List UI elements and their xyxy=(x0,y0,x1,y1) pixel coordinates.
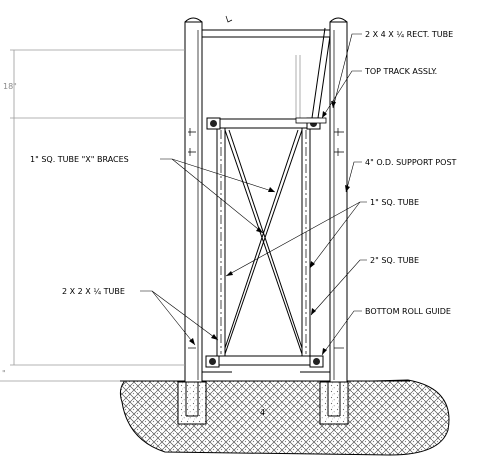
post-bolt-marks xyxy=(188,128,344,349)
right-support-post xyxy=(329,21,348,383)
label-bottom-roll-guide: BOTTOM ROLL GUIDE xyxy=(365,307,451,316)
x-brace-2a xyxy=(224,129,303,355)
label-two-x-two-tube: 2 X 2 X ¼ TUBE xyxy=(62,287,125,296)
arrow-rect-tube xyxy=(331,101,336,108)
gate-bottom-rail xyxy=(211,355,317,366)
right-post-cap xyxy=(329,17,348,23)
leader-support-post xyxy=(345,161,362,193)
gate-left-stile xyxy=(216,127,226,357)
arrow-x-braces-1 xyxy=(268,187,275,192)
top-break-mark xyxy=(225,15,233,23)
bottom-roller-left-wheel xyxy=(209,358,216,365)
leader-one-sq-tube-2 xyxy=(309,201,361,269)
arrow-x-braces-2 xyxy=(256,227,263,233)
arrow-one-sq-tube-2 xyxy=(310,261,315,268)
arrow-top-track xyxy=(322,111,327,118)
top-track-bar xyxy=(295,117,327,124)
leader-two-x-two-tube-2 xyxy=(151,290,219,341)
dim-label-18: 18" xyxy=(3,82,17,91)
top-rect-tube xyxy=(201,29,331,38)
ground-marker: 4 xyxy=(260,408,265,417)
leader-two-sq-tube xyxy=(310,259,367,316)
right-footing xyxy=(319,381,349,425)
leader-rect-tube xyxy=(332,33,362,109)
label-rect-tube: 2 X 4 X ¼ RECT. TUBE xyxy=(365,30,453,39)
dim-label-lower: " xyxy=(2,369,6,378)
label-one-sq-tube: 1" SQ. TUBE xyxy=(370,198,419,207)
label-two-sq-tube: 2" SQ. TUBE xyxy=(370,256,419,265)
leader-bottom-roll-guide xyxy=(321,310,362,356)
arrow-two-x-two-tube-2 xyxy=(211,334,218,340)
left-post-cap xyxy=(184,17,203,23)
arrow-two-x-two-tube-1 xyxy=(189,338,195,345)
ground-section xyxy=(119,379,450,456)
arrow-bottom-roll-guide xyxy=(322,348,327,355)
label-support-post: 4" O.D. SUPPORT POST xyxy=(365,158,457,167)
label-top-track: TOP TRACK ASSLY. xyxy=(364,67,437,76)
left-support-post xyxy=(184,21,203,383)
arrow-two-sq-tube xyxy=(311,308,316,315)
top-roller-left-wheel xyxy=(210,120,217,127)
bottom-roller-right-wheel xyxy=(313,358,320,365)
arrow-support-post xyxy=(345,185,350,192)
track-diagonal-1 xyxy=(311,27,326,119)
label-x-braces: 1" SQ. TUBE "X" BRACES xyxy=(30,155,129,164)
track-diagonal-2 xyxy=(317,35,331,119)
leader-top-track xyxy=(321,70,362,119)
gate-right-stile xyxy=(301,127,311,357)
x-brace-2b xyxy=(224,129,299,349)
x-brace-1b xyxy=(228,129,303,349)
leader-x-braces-2 xyxy=(171,158,264,234)
left-footing xyxy=(177,381,207,425)
arrow-one-sq-tube-1 xyxy=(226,271,233,276)
